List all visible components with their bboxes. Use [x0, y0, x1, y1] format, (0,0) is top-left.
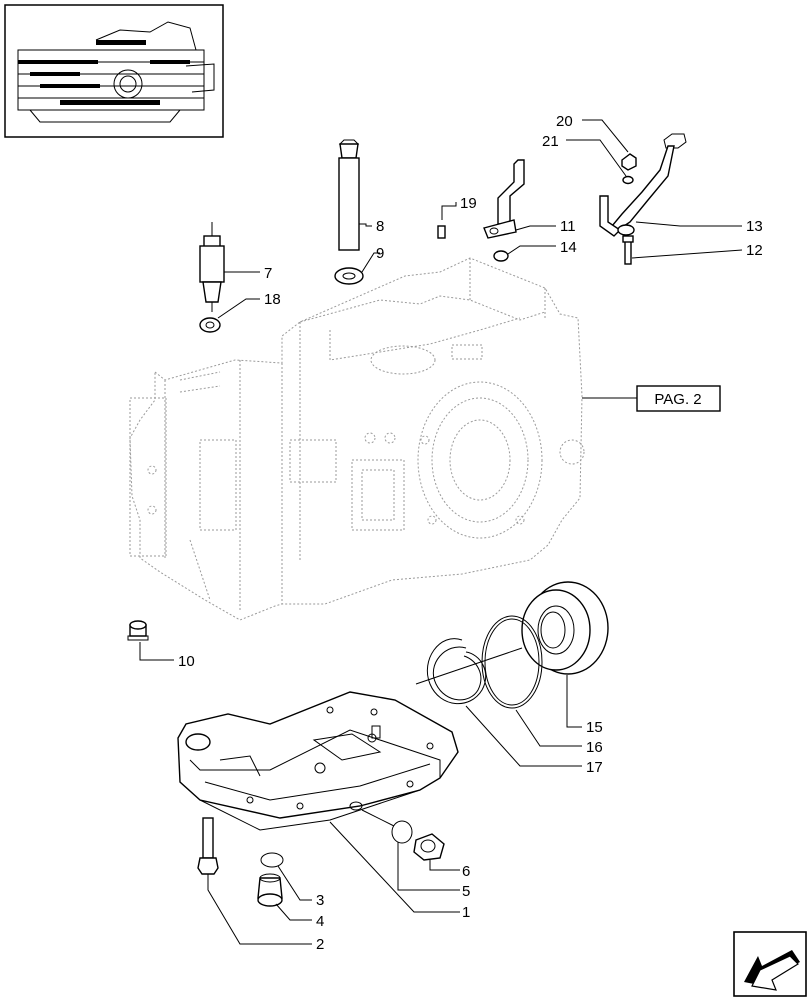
callout-3[interactable]: 3 — [316, 892, 324, 909]
part-21-washer[interactable] — [622, 175, 634, 185]
part-17-snap-ring[interactable] — [426, 638, 487, 705]
part-7-sensor[interactable] — [199, 222, 225, 312]
previous-page-arrow-icon[interactable] — [733, 931, 807, 997]
callout-11[interactable]: 11 — [560, 218, 576, 235]
callout-16[interactable]: 16 — [586, 739, 603, 756]
part-14-washer[interactable] — [493, 250, 509, 262]
part-6-plug[interactable] — [413, 833, 445, 861]
callout-labels: 1 2 3 4 5 6 7 8 9 10 11 12 13 14 15 16 1… — [178, 113, 763, 953]
part-3-o-ring[interactable] — [260, 852, 284, 868]
callout-20[interactable]: 20 — [556, 113, 573, 130]
callout-1[interactable]: 1 — [462, 904, 470, 921]
page-2-reference[interactable]: PAG. 2 — [582, 385, 721, 412]
callout-2[interactable]: 2 — [316, 936, 324, 953]
callout-14[interactable]: 14 — [560, 239, 577, 256]
part-11-lube-pipe[interactable] — [483, 159, 525, 239]
callout-12[interactable]: 12 — [746, 242, 763, 259]
callout-5[interactable]: 5 — [462, 883, 470, 900]
part-2-bolt[interactable] — [197, 817, 219, 875]
transmission-housing-outline — [129, 257, 585, 621]
part-8-dipstick-tube[interactable] — [338, 139, 360, 251]
callout-13[interactable]: 13 — [746, 218, 763, 235]
part-1-oil-pan[interactable] — [177, 691, 459, 831]
part-15-oil-seal[interactable] — [521, 581, 609, 675]
callout-15[interactable]: 15 — [586, 719, 603, 736]
part-18-washer[interactable] — [199, 317, 221, 333]
part-5-o-ring[interactable] — [391, 820, 413, 844]
callout-21[interactable]: 21 — [542, 133, 559, 150]
part-10-plug[interactable] — [127, 620, 149, 641]
part-13-lube-pipe[interactable] — [599, 133, 687, 237]
callout-19[interactable]: 19 — [460, 195, 477, 212]
callout-18[interactable]: 18 — [264, 291, 281, 308]
callout-10[interactable]: 10 — [178, 653, 195, 670]
assembly-thumbnail-icon[interactable] — [4, 4, 224, 138]
callout-4[interactable]: 4 — [316, 913, 324, 930]
part-4-drain-plug[interactable] — [257, 873, 283, 907]
part-12-bolt[interactable] — [622, 235, 634, 265]
callout-6[interactable]: 6 — [462, 863, 470, 880]
callout-17[interactable]: 17 — [586, 759, 603, 776]
part-19-pin[interactable] — [437, 225, 446, 239]
page-reference-label: PAG. 2 — [654, 391, 701, 408]
callout-9[interactable]: 9 — [376, 245, 384, 262]
part-16-o-ring[interactable] — [481, 615, 543, 709]
part-20-nut[interactable] — [621, 153, 637, 171]
callout-7[interactable]: 7 — [264, 265, 272, 282]
callout-8[interactable]: 8 — [376, 218, 384, 235]
part-9-washer[interactable] — [334, 267, 364, 285]
